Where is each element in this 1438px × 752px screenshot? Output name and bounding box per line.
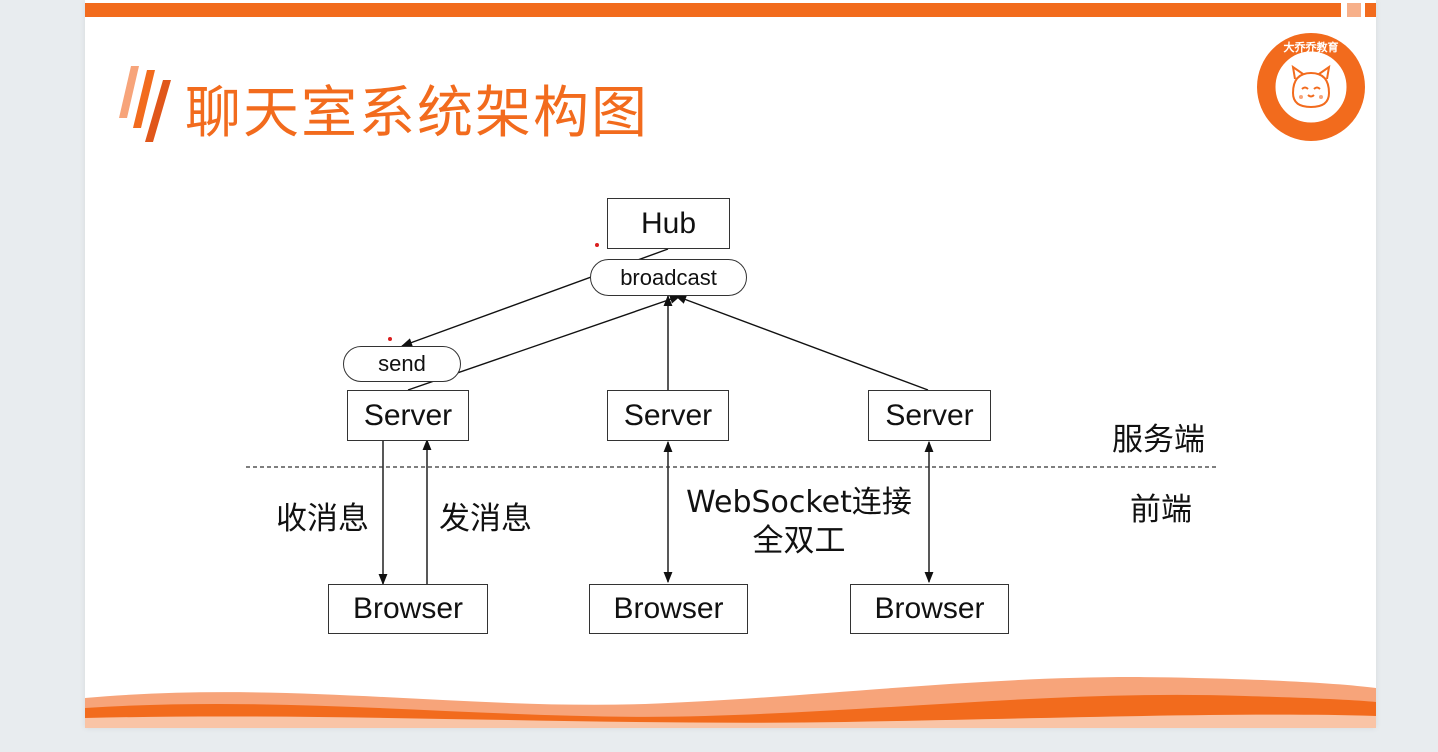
server-box-2: Server	[607, 390, 729, 441]
bottom-wave-decoration	[85, 677, 1376, 728]
websocket-label: WebSocket连接	[686, 485, 912, 520]
browser-box-2: Browser	[589, 584, 748, 634]
broadcast-pill: broadcast	[590, 259, 747, 296]
top-bar-gap	[1361, 3, 1365, 17]
browser-box-3: Browser	[850, 584, 1009, 634]
client-side-label: 前端	[1130, 492, 1192, 528]
send-message-label: 发消息	[439, 501, 532, 537]
receive-message-label: 收消息	[276, 501, 369, 537]
title-stripes-icon	[119, 66, 171, 142]
full-duplex-label: 全双工	[752, 523, 846, 559]
top-bar-light-segment	[1347, 3, 1361, 17]
server-box-3: Server	[868, 390, 991, 441]
top-accent-bar	[85, 3, 1376, 17]
marker-dot	[388, 337, 392, 341]
server3-to-hub-arrow	[674, 295, 929, 391]
svg-text:大乔乔教育: 大乔乔教育	[1284, 40, 1339, 54]
top-bar-gap	[1341, 3, 1347, 17]
hub-box: Hub	[607, 198, 730, 249]
brand-logo: 大乔乔教育	[1257, 33, 1365, 141]
cat-icon	[1291, 64, 1331, 109]
browser-box-1: Browser	[328, 584, 488, 634]
server-side-label: 服务端	[1112, 422, 1205, 458]
page-title: 聊天室系统架构图	[185, 81, 649, 146]
send-pill: send	[343, 346, 461, 382]
marker-dot	[595, 243, 599, 247]
server-box-1: Server	[347, 390, 469, 441]
